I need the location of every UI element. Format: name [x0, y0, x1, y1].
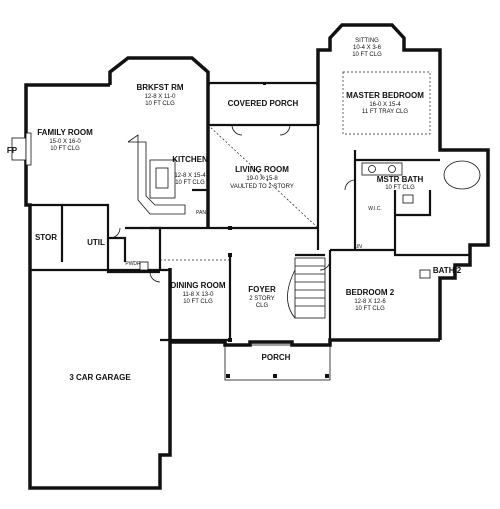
porch-column-3 [325, 374, 329, 378]
kitchen-counter [127, 134, 186, 215]
door-arc-bed2 [319, 259, 331, 271]
foyer-name: FOYER [248, 285, 276, 294]
kitchen-name: KITCHEN [172, 155, 208, 164]
kitchen-ceiling: 10 FT CLG [175, 180, 205, 186]
living-room-ceiling: VAULTED TO 2 STORY [230, 184, 294, 190]
sitting-ceiling: 10 FT CLG [352, 52, 382, 58]
porch-column-2 [273, 374, 277, 378]
fixtures [11, 71, 481, 381]
tray-ceiling [342, 71, 431, 135]
bath-2-name: BATH 2 [433, 266, 462, 275]
interior-walls [30, 123, 470, 342]
dining-north-wall [150, 226, 162, 270]
sitting-dims: 10-4 X 3-6 [353, 45, 382, 51]
door-arc-master [344, 179, 356, 191]
vault-line-1 [207, 124, 319, 229]
master-bath-west-wall [353, 150, 440, 162]
bath-wall-2 [395, 190, 432, 217]
fp-name: FP [7, 146, 18, 155]
master-bedroom-name: MASTER BEDROOM [346, 91, 424, 100]
family-room-west-wall [24, 83, 110, 270]
dining-room-ceiling: 10 FT CLG [183, 299, 213, 305]
garage-name: 3 CAR GARAGE [69, 373, 131, 382]
master-bedroom-ceiling: 11 FT TRAY CLG [362, 109, 408, 115]
toilet-bath2 [419, 269, 431, 279]
porch-name: PORCH [262, 353, 291, 362]
foyer-line2: 2 STORY [249, 296, 274, 302]
bathtub [443, 160, 481, 190]
bedroom-2-name: BEDROOM 2 [346, 288, 395, 297]
column-2 [228, 253, 232, 257]
util-name: UTIL [87, 238, 105, 247]
bedroom2-south-wall [258, 338, 440, 347]
wic-name: W.I.C. [368, 206, 382, 212]
lin-name: LIN [354, 244, 362, 250]
breakfast-bay-wall [108, 56, 210, 85]
fireplace-hearth [25, 132, 32, 166]
east-wall [438, 148, 490, 340]
pwdr-name: PWDR [125, 261, 141, 267]
vanity-sink-1 [368, 165, 376, 173]
bath-wall [393, 190, 470, 257]
door-arc-living-1 [231, 124, 243, 136]
pan-name: PAN [196, 210, 206, 216]
room-labels: BRKFST RM 12-8 X 11-0 10 FT CLG COVERED … [7, 38, 462, 382]
staircase [287, 257, 326, 319]
family-room-dims: 15-0 X 16-0 [49, 139, 81, 145]
brkfst-rm-name: BRKFST RM [136, 83, 183, 92]
foyer-line3: CLG [256, 303, 269, 309]
vanity [361, 162, 403, 176]
cporch-column-1 [207, 82, 210, 85]
front-wall [170, 340, 258, 347]
dining-room-name: DINING ROOM [170, 281, 225, 290]
cporch-column-3 [316, 82, 319, 85]
column-3 [228, 338, 232, 342]
kitchen-island-sink [155, 167, 169, 189]
brkfst-rm-dims: 12-8 X 11-0 [145, 94, 177, 100]
porch-column-1 [226, 374, 230, 378]
master-bedroom-dims: 16-0 X 15-4 [369, 102, 401, 108]
bedroom-2-dims: 12-8 X 12-6 [354, 299, 386, 305]
master-bedroom-wall [316, 23, 470, 152]
door-arc-family [109, 227, 121, 239]
kitchen-dims: 12-8 X 15-4 [174, 173, 206, 179]
sitting-name: SITTING [355, 38, 379, 44]
column-1 [228, 226, 232, 230]
cporch-column-2 [263, 82, 266, 85]
front-porch [224, 344, 331, 381]
garage-wall [28, 268, 172, 490]
exterior-walls [24, 23, 490, 490]
door-arc-living-2 [279, 124, 291, 136]
door-arc-garage [149, 271, 161, 283]
util-pwdr-wall [108, 236, 127, 262]
family-room-name: FAMILY ROOM [37, 128, 93, 137]
pwdr-wall [106, 262, 160, 274]
mstr-bath-ceiling: 10 FT CLG [385, 185, 415, 191]
covered-porch-name: COVERED PORCH [228, 99, 299, 108]
living-room-name: LIVING ROOM [235, 165, 289, 174]
toilet-pwdr [139, 261, 149, 271]
mstr-bath-name: MSTR BATH [377, 175, 424, 184]
dining-room-dims: 11-8 X 13-0 [183, 292, 215, 298]
bedroom-2-ceiling: 10 FT CLG [355, 306, 385, 312]
stor-name: STOR [35, 233, 57, 242]
living-room-dims: 19-0 X 15-8 [246, 176, 278, 182]
family-room-ceiling: 10 FT CLG [50, 146, 80, 152]
toilet-mstr [402, 194, 414, 204]
vanity-sink-2 [388, 165, 396, 173]
util-wall [62, 203, 110, 262]
brkfst-rm-ceiling: 10 FT CLG [145, 101, 175, 107]
